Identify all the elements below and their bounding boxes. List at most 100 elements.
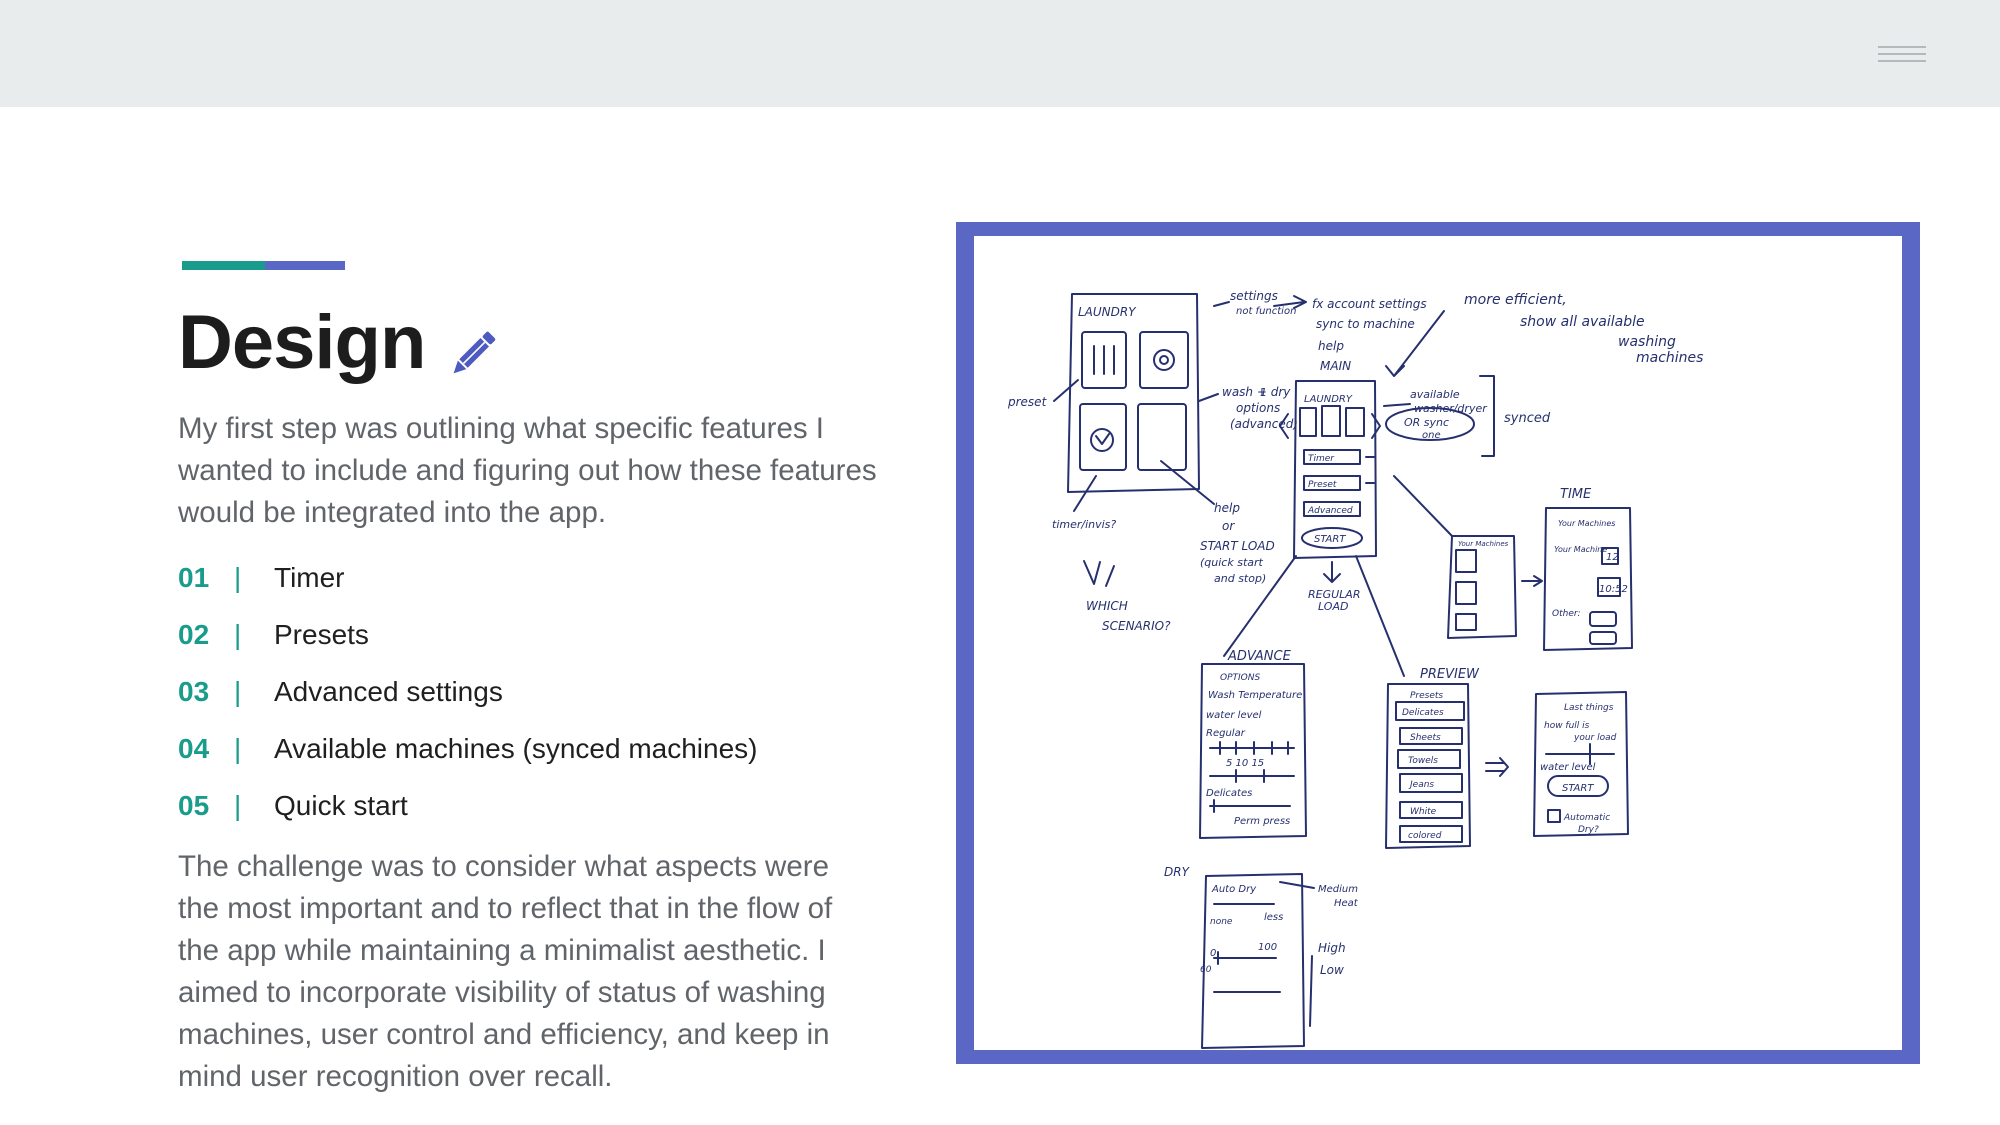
feature-item: 01 | Timer <box>178 549 758 606</box>
sketch-timer-invis: timer/invis? <box>1052 518 1116 531</box>
feature-number: 01 <box>178 561 210 593</box>
sketch-start-button: START <box>1562 783 1594 794</box>
sketch-less: less <box>1264 912 1283 923</box>
sketch-how-full: how full is <box>1544 721 1590 731</box>
sketch-scale: 5 10 15 <box>1226 758 1264 769</box>
challenge-paragraph: The challenge was to consider what aspec… <box>178 850 833 1093</box>
sketch-wash-temp: Wash Temperature <box>1208 690 1302 701</box>
sketch-options: options <box>1236 401 1280 415</box>
wireframe-sketch: LAUNDRY settings not function fx account… <box>974 236 1902 1050</box>
sketch-preview: PREVIEW <box>1420 667 1480 682</box>
sketch-synced: synced <box>1504 411 1551 426</box>
sketch-washing: washing <box>1618 334 1676 350</box>
sketch-fx-note: fx account settings <box>1312 297 1427 311</box>
sketch-settings-sub: not function <box>1236 306 1296 317</box>
hamburger-menu-icon[interactable] <box>1876 42 1928 66</box>
sketch-scenario: SCENARIO? <box>1102 619 1171 633</box>
feature-label: Quick start <box>274 789 408 821</box>
sketch-adv-options: OPTIONS <box>1220 673 1260 683</box>
sketch-advanced-row: Advanced <box>1307 506 1353 516</box>
sketch-presets-header: Presets <box>1410 691 1443 701</box>
sketch-your-machines-small: Your Machines <box>1458 540 1509 548</box>
sketch-preset-delicates: Delicates <box>1402 708 1444 718</box>
sketch-auto-dry: Auto Dry <box>1211 884 1257 895</box>
accent-bar-teal <box>182 261 265 270</box>
sketch-delicates: Delicates <box>1206 788 1252 799</box>
feature-separator: | <box>234 789 242 821</box>
sketch-medium: Medium <box>1318 884 1358 895</box>
sketch-dry-question: Dry? <box>1578 825 1599 835</box>
sketch-available: available <box>1410 388 1460 401</box>
sketch-washer-dryer: washer/dryer <box>1414 402 1488 415</box>
sketch-preset-towels: Towels <box>1408 756 1438 766</box>
sketch-water-level-2: water level <box>1540 762 1596 773</box>
sketch-help-top: help <box>1318 339 1344 353</box>
sketch-load: LOAD <box>1318 600 1348 613</box>
sketch-zero: 0 <box>1210 948 1216 959</box>
sketch-wash-dry: wash + dry <box>1222 385 1291 399</box>
feature-item: 03 | Advanced settings <box>178 663 758 720</box>
feature-number: 04 <box>178 732 210 764</box>
sketch-other: Other: <box>1552 609 1581 619</box>
feature-label: Presets <box>274 618 369 650</box>
sketch-laundry-label: LAUNDRY <box>1078 305 1137 319</box>
sketch-show-all: show all available <box>1520 314 1645 330</box>
sketch-start-row: START <box>1314 534 1346 545</box>
sketch-low: Low <box>1320 963 1344 977</box>
feature-label: Available machines (synced machines) <box>274 732 758 764</box>
sketch-or: or <box>1222 519 1235 533</box>
feature-label: Advanced settings <box>274 675 503 707</box>
sketch-and-stop: and stop) <box>1214 572 1266 585</box>
sketch-settings-note: settings <box>1230 289 1278 303</box>
sketch-twelve: 12 <box>1606 552 1619 563</box>
sketch-perm-press: Perm press <box>1234 816 1290 827</box>
sketch-hundred: 100 <box>1258 942 1277 953</box>
sketch-more-efficient: more efficient, <box>1464 292 1567 308</box>
sketch-one: one <box>1422 430 1441 441</box>
feature-separator: | <box>234 561 242 593</box>
wireframe-sketch-drawing: LAUNDRY settings not function fx account… <box>1007 289 1703 1049</box>
sketch-help-low: help <box>1214 501 1240 515</box>
sketch-which: WHICH <box>1086 599 1128 613</box>
sketch-regular: REGULAR <box>1308 588 1360 601</box>
feature-separator: | <box>234 732 242 764</box>
sketch-preset-white: White <box>1410 807 1437 817</box>
sketch-timer-row: Timer <box>1308 454 1335 464</box>
sketch-heat: Heat <box>1334 898 1359 909</box>
sketch-circle-one: 1 <box>1260 386 1267 399</box>
sketch-preset-row: Preset <box>1308 480 1337 490</box>
sketch-your-machines: Your Machines <box>1558 519 1615 528</box>
sketch-preset-colored: colored <box>1408 831 1442 841</box>
sketch-sync-note: sync to machine <box>1316 317 1415 331</box>
sketch-your-load: your load <box>1573 733 1617 743</box>
sketch-sixty: 60 <box>1200 965 1212 975</box>
sketch-none: none <box>1210 917 1233 927</box>
feature-number: 02 <box>178 618 210 650</box>
feature-item: 05 | Quick start <box>178 777 758 834</box>
top-bar <box>0 0 2000 107</box>
sketch-your-machine: Your Machine <box>1554 545 1607 554</box>
sketch-preset-jeans: Jeans <box>1408 780 1434 790</box>
sketch-regular-opt: Regular <box>1206 728 1246 739</box>
feature-separator: | <box>234 675 242 707</box>
sketch-advanced-paren: (advanced) <box>1230 417 1298 431</box>
sketch-start-load: START LOAD <box>1200 539 1275 553</box>
accent-bar-indigo <box>265 261 345 270</box>
sketch-dry-label: DRY <box>1164 865 1191 879</box>
feature-number: 05 <box>178 789 210 821</box>
feature-item: 02 | Presets <box>178 606 758 663</box>
sketch-main-laundry: LAUNDRY <box>1304 394 1353 405</box>
feature-separator: | <box>234 618 242 650</box>
feature-item: 04 | Available machines (synced machines… <box>178 720 758 777</box>
sketch-water-level: water level <box>1206 710 1262 721</box>
sketch-machines: machines <box>1636 350 1703 366</box>
pencil-icon <box>453 331 496 374</box>
sketch-preset-note: preset <box>1007 395 1048 409</box>
sketch-ten-52: 10:52 <box>1599 584 1628 595</box>
feature-label: Timer <box>274 561 345 593</box>
intro-paragraph: My first step was outlining what specifi… <box>178 412 877 529</box>
sketch-preset-sheets: Sheets <box>1410 733 1441 743</box>
feature-list: 01 | Timer 02 | Presets 03 | Advanced se… <box>178 549 758 834</box>
page-title: Design <box>178 300 426 385</box>
sketch-or-sync: OR sync <box>1404 416 1449 429</box>
